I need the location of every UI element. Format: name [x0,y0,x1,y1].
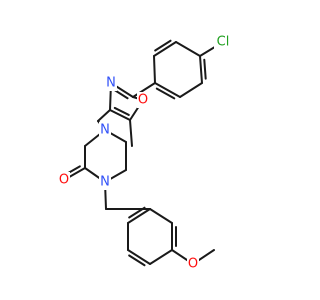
bond-ox5-me5 [129,119,133,147]
bond-r6-r1-double [128,206,146,219]
atom-label-cl: Cl [217,35,230,50]
bond-ox4-ox5-double [113,106,130,116]
bond-ox4-ox5 [109,109,131,121]
bond-b4-b5 [153,55,156,84]
molecule-structure-canvas: ClN O N N O O [58,34,232,272]
bond-b5-b6-double [154,39,172,52]
atom-label-o_oxazole: O [138,93,148,108]
atom-bg-o_oxazole [137,92,149,108]
bond-b4-ox2 [132,82,156,98]
atom-label-o_carbonyl: O [59,173,69,188]
bond-r2-r3-double [128,254,146,267]
bond-b6-b1 [175,41,201,57]
atom-labels-group: ClN O N N O O [58,34,232,272]
atom-bg-o_carbonyl [58,172,70,188]
atom-label-n_piperazine_4: N [100,123,110,138]
bond-b5-b6 [153,41,177,57]
atom-label-o_methoxy: O [188,257,198,272]
atom-bg-n_piperazine_1 [99,174,111,190]
atom-bg-cl [214,34,232,50]
bond-r3-r4 [149,249,173,265]
atom-bg-n_oxazole [105,75,117,91]
bond-r2-r3 [127,249,151,265]
bond-r6-r1 [127,208,151,224]
bonds-group [63,39,224,267]
bond-b3-b4-double [155,87,176,100]
bond-r5-r6 [149,208,173,224]
bond-b3-b4 [154,82,181,98]
atom-label-n_piperazine_1: N [100,175,110,190]
bond-b1-b2-double [203,58,207,80]
bond-b1-b2 [199,55,203,84]
atom-label-n_oxazole: N [106,76,116,91]
bond-ox4-ch2a [97,109,111,122]
atom-bg-n_piperazine_4 [99,122,111,138]
atom-bg-o_methoxy [187,256,199,272]
bond-b2-b3 [179,82,203,98]
